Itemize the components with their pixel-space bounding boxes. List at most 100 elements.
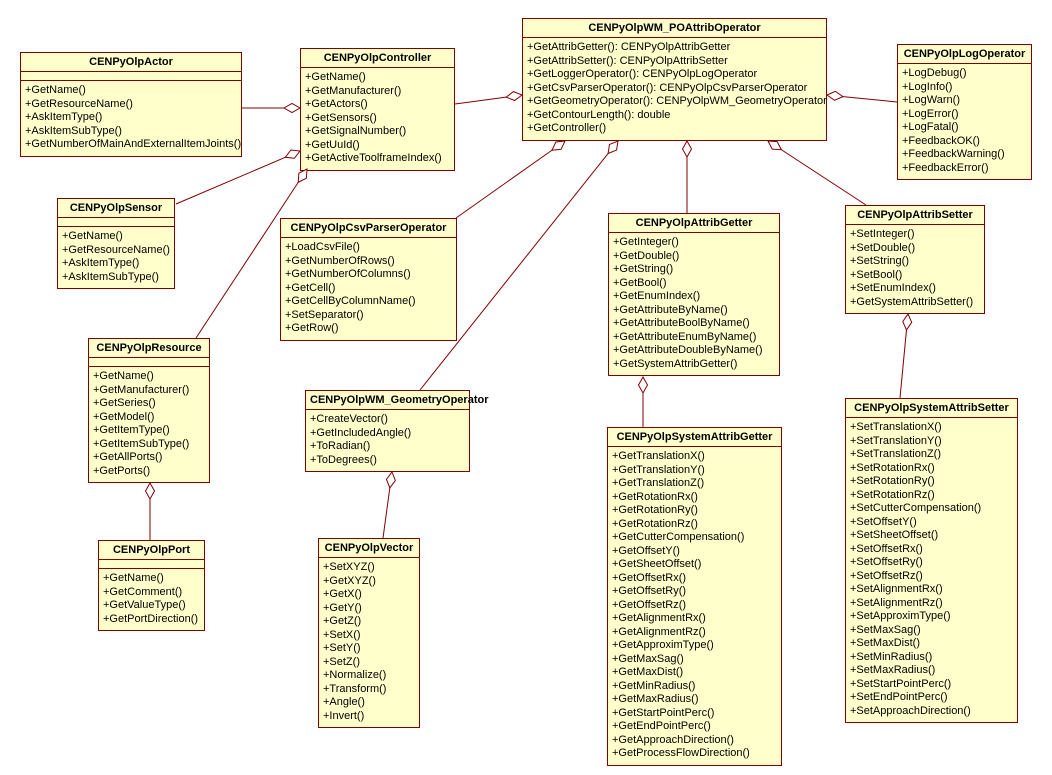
method-label: +SetInteger()	[850, 228, 915, 240]
class-cenpyolpattribgetter[interactable]: CENPyOlpAttribGetter+GetInteger()+GetDou…	[608, 213, 780, 376]
method-label: +SetMinRadius()	[850, 650, 933, 663]
method-label: +GetEndPointPerc()	[612, 720, 711, 732]
class-cenpyolplogoperator[interactable]: CENPyOlpLogOperator+LogDebug()+LogInfo()…	[897, 44, 1032, 180]
method-label: +GetOffsetRx()	[612, 571, 687, 584]
method-label: +SetBool()	[850, 268, 903, 281]
method-label: +GetOffsetRy()	[612, 585, 687, 597]
method-label: +SetRotationRx()	[850, 461, 935, 474]
attributes-compartment-empty	[99, 560, 204, 569]
method-label: +SetOffsetRz()	[850, 569, 923, 582]
class-cenpyolpattribsetter[interactable]: CENPyOlpAttribSetter+SetInteger()+SetDou…	[845, 205, 985, 314]
method-label: +Angle()	[323, 696, 365, 708]
method-label: +GetAlignmentRz()	[612, 625, 706, 638]
methods-compartment: +GetInteger()+GetDouble()+GetString()+Ge…	[609, 233, 779, 375]
method-label: +GetAttribSetter(): CENPyOlpAttribSetter	[527, 54, 728, 67]
method-label: +GetName()	[62, 230, 123, 242]
class-cenpyolpvector[interactable]: CENPyOlpVector+SetXYZ()+GetXYZ()+GetX()+…	[318, 538, 420, 728]
class-title: CENPyOlpPort	[99, 541, 204, 560]
method-label: +SetY()	[323, 642, 361, 654]
methods-compartment: +GetName()+GetResourceName()+AskItemType…	[58, 227, 174, 288]
method-label: +GetTranslationX()	[612, 450, 705, 462]
method-label: +SetX()	[323, 628, 361, 641]
method-label: +GetStartPointPerc()	[612, 706, 715, 719]
class-cenpyolpwm_poattriboperator[interactable]: CENPyOlpWM_POAttribOperator+GetAttribGet…	[522, 18, 827, 141]
methods-compartment: +SetTranslationX()+SetTranslationY()+Set…	[846, 418, 1017, 722]
method-label: +GetTranslationZ()	[612, 477, 705, 489]
method-label: +GetName()	[103, 572, 164, 584]
method-label: +GetCellByColumnName()	[285, 295, 416, 307]
method-label: +FeedbackOK()	[902, 134, 980, 147]
method-label: +SetRotationRy()	[850, 475, 935, 487]
method-label: +GetCutterCompensation()	[612, 531, 745, 543]
class-cenpyolpcontroller[interactable]: CENPyOlpController+GetName()+GetManufact…	[300, 48, 455, 171]
method-label: +GetItemSubType()	[93, 437, 190, 450]
method-label: +SetOffsetRx()	[850, 542, 923, 555]
method-label: +GetPorts()	[93, 464, 151, 477]
method-label: +SetOffsetY()	[850, 515, 917, 528]
method-label: +GetRotationRx()	[612, 490, 698, 503]
class-cenpyolpsystemattribgetter[interactable]: CENPyOlpSystemAttribGetter +GetTranslatio…	[607, 427, 782, 766]
method-label: +GetZ()	[323, 615, 362, 627]
method-label: +GetRow()	[285, 322, 339, 334]
aggregation-diamond-icon	[825, 90, 844, 101]
connector-line	[454, 96, 507, 105]
method-label: +GetApproximType()	[612, 639, 714, 651]
class-title: CENPyOlpController	[301, 49, 454, 68]
class-cenpyolpcsvparseroperator[interactable]: CENPyOlpCsvParserOperator+LoadCsvFile()+…	[280, 218, 457, 341]
aggregation-poattriboperator-owns-logoperator	[825, 90, 898, 103]
method-label: +GetLoggerOperator(): CENPyOlpLogOperato…	[527, 68, 758, 80]
method-label: +GetModel()	[93, 410, 155, 423]
method-label: +GetApproachDirection()	[612, 733, 734, 746]
method-label: +LogInfo()	[902, 80, 953, 93]
method-label: +GetString()	[613, 263, 674, 275]
method-label: +SetAlignmentRx()	[850, 583, 943, 595]
aggregation-resource-owns-port	[144, 481, 156, 540]
class-title: CENPyOlpActor	[21, 53, 241, 72]
class-title: CENPyOlpSystemAttribGetter	[608, 428, 781, 447]
class-cenpyolpsensor[interactable]: CENPyOlpSensor+GetName()+GetResourceName…	[57, 198, 175, 289]
method-label: +GetValueType()	[103, 599, 186, 611]
method-label: +GetActiveToolframeIndex()	[305, 152, 442, 164]
aggregation-diamond-icon	[505, 91, 524, 102]
method-label: +GetActors()	[305, 98, 368, 110]
method-label: +Invert()	[323, 709, 365, 722]
method-label: +SetEndPointPerc()	[850, 691, 948, 703]
methods-compartment: +GetName()+GetManufacturer()+GetSeries()…	[89, 367, 209, 482]
method-label: +GetX()	[323, 588, 362, 600]
method-label: +GetRotationRz()	[612, 517, 698, 530]
method-label: +GetContourLength(): double	[527, 108, 671, 121]
method-label: +GetName()	[305, 71, 366, 83]
method-label: +AskItemSubType()	[25, 124, 122, 137]
aggregation-diamond-icon	[902, 312, 913, 331]
method-label: +GetIncludedAngle()	[310, 426, 412, 439]
method-label: +SetTranslationZ()	[850, 448, 941, 460]
method-label: +GetSeries()	[93, 397, 156, 409]
method-label: +GetGeometryOperator(): CENPyOlpWM_Geome…	[527, 95, 827, 107]
connector-line	[781, 149, 867, 206]
connector-line	[175, 156, 286, 205]
class-title: CENPyOlpWM_POAttribOperator	[523, 19, 826, 38]
method-label: +SetMaxDist()	[850, 637, 920, 649]
method-label: +LogFatal()	[902, 121, 959, 133]
method-label: +GetName()	[25, 84, 86, 96]
method-label: +GetSignalNumber()	[305, 125, 407, 137]
aggregation-diamond-icon	[284, 149, 301, 159]
method-label: +AskItemType()	[25, 111, 103, 123]
method-label: +GetItemType()	[93, 424, 170, 436]
method-label: +GetNumberOfMainAndExternalItemJoints()	[25, 138, 242, 150]
method-label: +GetSensors()	[305, 111, 377, 124]
method-label: +GetName()	[93, 370, 154, 382]
class-cenpyolpwm_geometryoperator[interactable]: CENPyOlpWM_GeometryOperator+CreateVector…	[305, 390, 488, 472]
class-cenpyolpsystemattribsetter[interactable]: CENPyOlpSystemAttribSetter+SetTranslatio…	[845, 398, 1018, 723]
attributes-compartment-empty	[21, 72, 241, 81]
aggregation-diamond-icon	[767, 140, 783, 151]
method-label: +GetSheetOffset()	[612, 558, 702, 570]
class-cenpyolpactor[interactable]: CENPyOlpActor+GetName()+GetResourceName(…	[20, 52, 242, 157]
method-label: +GetAlignmentRx()	[612, 612, 706, 624]
method-label: +GetXYZ()	[323, 574, 376, 587]
attributes-compartment-empty	[89, 358, 209, 367]
method-label: +GetUuId()	[305, 138, 360, 151]
class-cenpyolpresource[interactable]: CENPyOlpResource+GetName()+GetManufactur…	[88, 338, 210, 483]
method-label: +GetTranslationY()	[612, 463, 705, 476]
class-cenpyolpport[interactable]: CENPyOlpPort+GetName()+GetComment()+GetV…	[98, 540, 205, 631]
